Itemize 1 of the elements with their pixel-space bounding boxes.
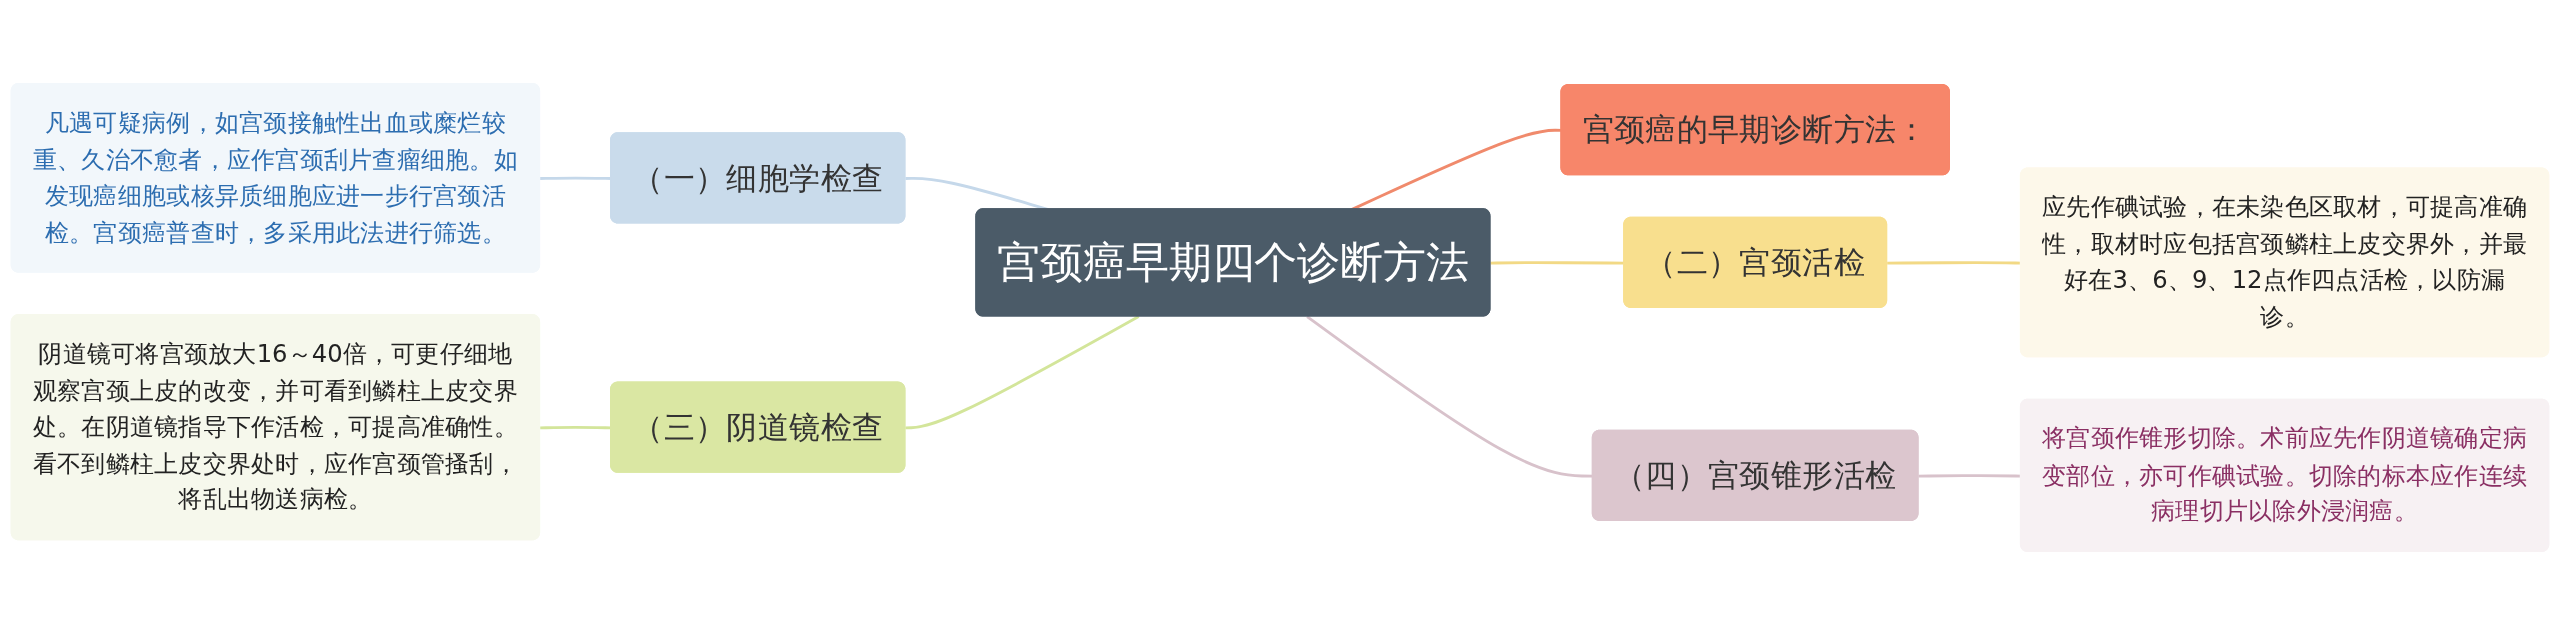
- connector: [905, 315, 1140, 430]
